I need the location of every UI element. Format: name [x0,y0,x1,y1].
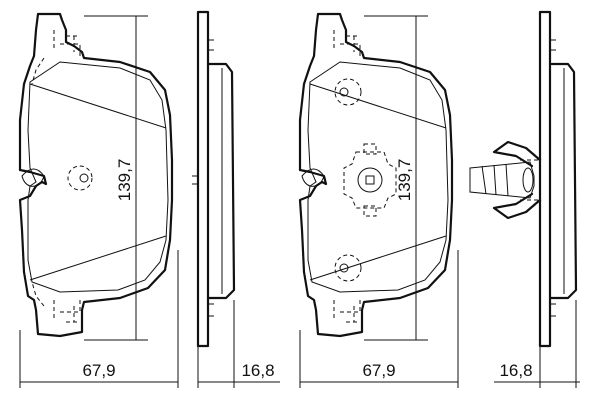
pad-1-side-view: 16,8 [192,10,280,388]
pad-2-width-label: 67,9 [362,361,395,380]
pad-1-width-label: 67,9 [82,361,115,380]
pad-1-bottom-tab [53,300,81,323]
pad-2-upper-hole [339,87,349,97]
pad-2-side-plate [538,10,552,348]
pad-2-clip-center [365,175,375,185]
pad-2-height-label: 139,7 [395,159,414,202]
spring-clip-end [522,167,534,193]
pad-1-chamfer-bottom [29,235,167,281]
pad-1-backing-plate [18,12,174,338]
pad-1-front-view: 139,7 67,9 [18,12,179,388]
pad-1-side-plate [196,10,210,348]
pad-2-lower-hole [339,263,349,273]
pad-2-thickness-label: 16,8 [499,361,532,380]
pad-1-friction-lining [27,61,169,293]
pad-2-front-view: 139,7 67,9 [298,12,459,388]
pad-2-side-view: 16,8 [469,10,580,388]
pad-1-edge-hidden [31,57,45,307]
pad-2-backing-plate [298,12,454,338]
pad-1-side-lining [206,62,236,300]
pad-2-friction-lining [307,61,449,293]
pad-2-chamfer-bottom [309,235,447,281]
pad-2-lower-circle [334,254,362,282]
pad-2-side-marks [550,39,556,317]
spring-clip-body [469,161,535,199]
pad-2-clip-ring [357,167,383,193]
pad-2-upper-circle [334,78,362,106]
pad-1-sensor-circle [67,165,93,191]
pad-1-height-label: 139,7 [115,159,134,202]
spring-clip-ribs [481,163,509,197]
spring-clip-hidden [520,159,538,201]
pad-2-chamfer-top [309,83,447,129]
pad-1-sensor-hole [79,173,89,183]
pad-2-clip-bottom [363,205,377,217]
pad-1-thickness-label: 16,8 [241,361,274,380]
pad-2-top-tab [333,30,361,56]
pad-1-center-notch [21,168,45,187]
pad-1-side-marks [192,39,214,317]
pad-2-bottom-tab [333,300,361,323]
spring-clip-upper-arm [492,140,542,168]
pad-1-chamfer-top [29,83,167,129]
pad-2-center-notch [301,168,325,187]
pad-2-side-lining [548,62,578,300]
pad-2-center-clip-hidden [343,151,397,209]
pad-2-clip-top [363,143,377,155]
pad-1-top-tab [53,30,81,56]
spring-clip-lower-arm [492,192,542,220]
